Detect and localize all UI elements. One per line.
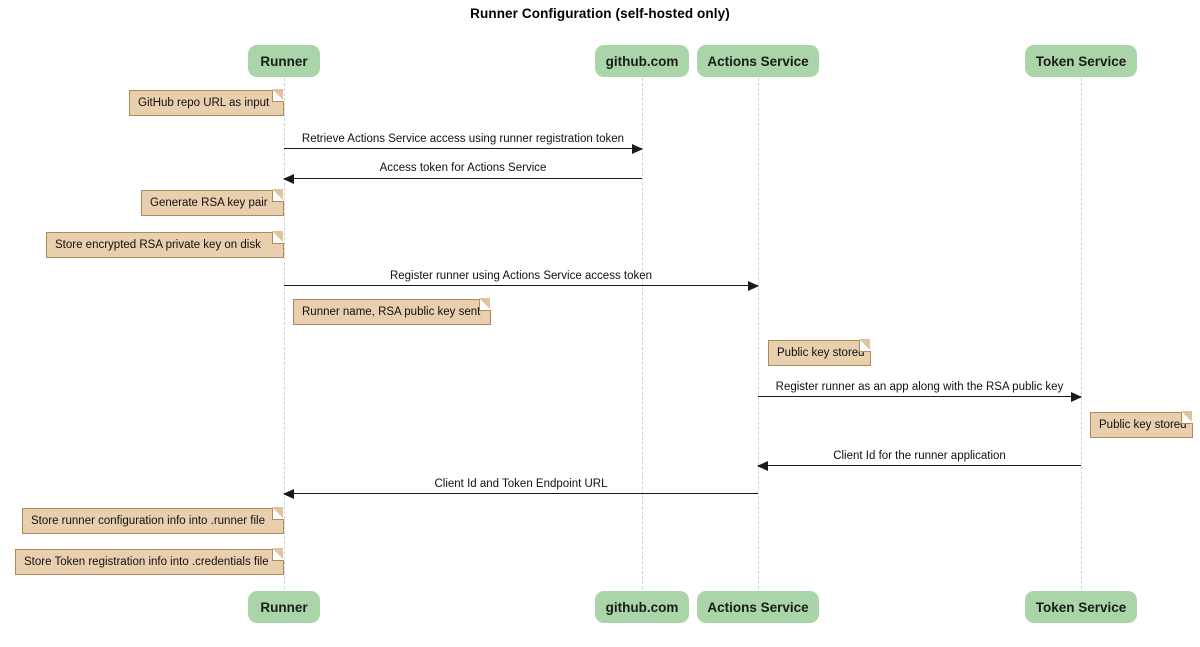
note-store-token-registration: Store Token registration info into .cred…	[15, 548, 284, 575]
note-runner-name-public-key-sent: Runner name, RSA public key sent	[293, 298, 491, 325]
message-register-runner-as-app	[758, 392, 1082, 402]
participant-label: Actions Service	[707, 599, 809, 615]
message-retrieve-actions-access	[284, 144, 643, 154]
arrowhead-left-icon	[283, 489, 294, 499]
participant-github-top[interactable]: github.com	[595, 45, 689, 77]
participant-runner-bottom[interactable]: Runner	[248, 591, 320, 623]
arrowhead-left-icon	[757, 461, 768, 471]
lifeline-runner	[284, 78, 285, 589]
arrowhead-right-icon	[748, 281, 759, 291]
note-fold-corner-icon	[272, 89, 284, 102]
note-text: Runner name, RSA public key sent	[302, 306, 481, 318]
message-label-register-runner-as-app: Register runner as an app along with the…	[775, 381, 1064, 393]
participant-label: Runner	[260, 599, 308, 615]
participant-label: github.com	[605, 53, 679, 69]
arrowhead-right-icon	[1071, 392, 1082, 402]
note-text: Store runner configuration info into .ru…	[31, 515, 265, 527]
participant-label: Actions Service	[707, 53, 809, 69]
participant-github-bottom[interactable]: github.com	[595, 591, 689, 623]
arrowhead-right-icon	[632, 144, 643, 154]
message-label-client-id-and-token-endpoint-url: Client Id and Token Endpoint URL	[434, 478, 608, 490]
note-fold-corner-icon	[479, 298, 491, 311]
note-fold-corner-icon	[272, 189, 284, 202]
note-text: GitHub repo URL as input	[138, 97, 270, 109]
participant-runner-top[interactable]: Runner	[248, 45, 320, 77]
note-generate-rsa-key-pair: Generate RSA key pair	[141, 189, 284, 216]
note-public-key-stored-token: Public key stored	[1090, 411, 1193, 438]
note-fold-corner-icon	[859, 339, 871, 352]
note-github-repo-url: GitHub repo URL as input	[129, 89, 284, 116]
arrowhead-left-icon	[283, 174, 294, 184]
message-label-access-token-for-actions: Access token for Actions Service	[379, 162, 547, 174]
message-label-retrieve-actions-access: Retrieve Actions Service access using ru…	[301, 133, 625, 145]
note-store-runner-configuration: Store runner configuration info into .ru…	[22, 507, 284, 534]
message-client-id-and-token-endpoint-url	[283, 489, 758, 499]
note-public-key-stored-actions: Public key stored	[768, 339, 871, 366]
note-fold-corner-icon	[272, 507, 284, 520]
note-fold-corner-icon	[272, 231, 284, 244]
note-text: Public key stored	[777, 347, 865, 359]
message-label-client-id-for-runner-application: Client Id for the runner application	[833, 450, 1006, 462]
participant-label: Token Service	[1035, 599, 1127, 615]
participant-label: Token Service	[1035, 53, 1127, 69]
participant-token-bottom[interactable]: Token Service	[1025, 591, 1137, 623]
note-text: Store Token registration info into .cred…	[24, 556, 269, 568]
participant-actions-bottom[interactable]: Actions Service	[697, 591, 819, 623]
note-fold-corner-icon	[272, 548, 284, 561]
participant-actions-top[interactable]: Actions Service	[697, 45, 819, 77]
participant-token-top[interactable]: Token Service	[1025, 45, 1137, 77]
lifeline-token	[1081, 78, 1082, 589]
participant-label: github.com	[605, 599, 679, 615]
note-store-encrypted-private-key: Store encrypted RSA private key on disk	[46, 231, 284, 258]
note-text: Public key stored	[1099, 419, 1187, 431]
lifeline-github	[642, 78, 643, 589]
message-label-register-runner: Register runner using Actions Service ac…	[389, 270, 653, 282]
note-fold-corner-icon	[1181, 411, 1193, 424]
lifeline-actions	[758, 78, 759, 589]
message-client-id-for-runner-application	[757, 461, 1081, 471]
message-access-token-for-actions	[283, 174, 642, 184]
message-register-runner	[284, 281, 759, 291]
note-text: Store encrypted RSA private key on disk	[55, 239, 261, 251]
note-text: Generate RSA key pair	[150, 197, 268, 209]
participant-label: Runner	[260, 53, 308, 69]
page-title: Runner Configuration (self-hosted only)	[470, 6, 730, 21]
